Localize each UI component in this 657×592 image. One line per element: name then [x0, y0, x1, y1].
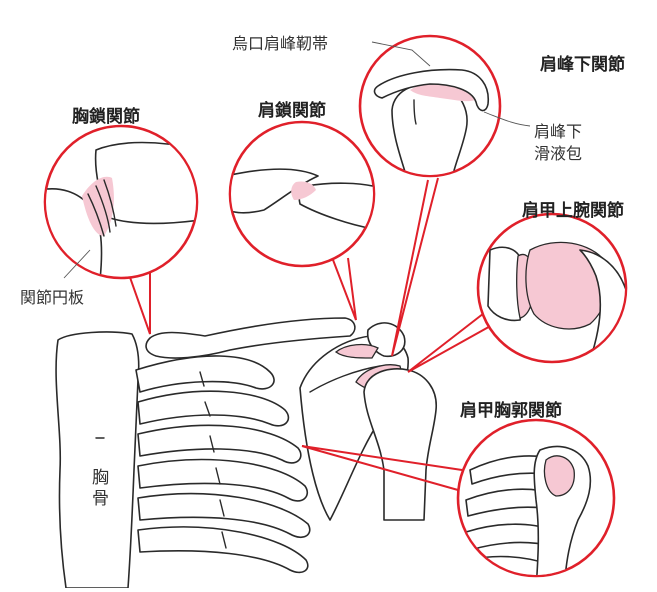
- callout-subacromial: [358, 34, 502, 178]
- sternum-bone: [55, 331, 140, 589]
- humerus-bone: [355, 364, 437, 521]
- label-sternoclavicular-joint: 胸鎖関節: [72, 107, 140, 127]
- callout-scapulothoracic: [456, 418, 616, 578]
- label-subacromial-bursa-1: 肩峰下: [534, 122, 583, 141]
- callout-sternoclavicular: [43, 124, 199, 280]
- label-articular-disc: 関節円板: [20, 288, 85, 307]
- label-subacromial-joint: 肩峰下関節: [540, 55, 625, 75]
- rib-cage: [135, 355, 311, 574]
- label-subacromial-bursa-2: 滑液包: [534, 144, 583, 163]
- label-coracoacromial-ligament: 烏口肩峰靭帯: [232, 34, 329, 53]
- label-acromioclavicular-joint: 肩鎖関節: [258, 101, 326, 121]
- callout-acromioclavicular: [228, 120, 376, 268]
- label-glenohumeral-joint: 肩甲上腕関節: [522, 201, 624, 221]
- label-sternum: 胸骨: [88, 468, 108, 510]
- label-scapulothoracic-joint: 肩甲胸郭関節: [460, 401, 562, 421]
- leader-lines: [63, 41, 531, 279]
- callout-leaders: [125, 177, 495, 491]
- clavicle-bone: [145, 317, 356, 359]
- callout-glenohumeral: [476, 212, 628, 364]
